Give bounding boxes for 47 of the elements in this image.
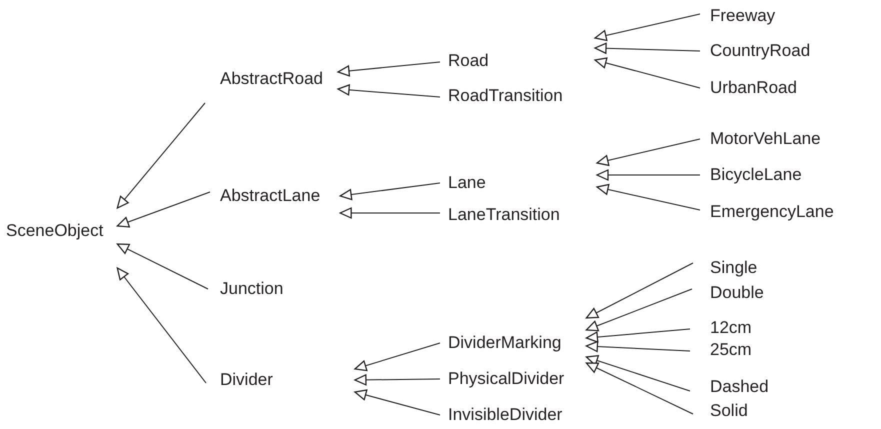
- inheritance-arrow: [594, 57, 700, 88]
- inheritance-arrow: [116, 243, 208, 290]
- inheritance-arrow: [596, 169, 700, 181]
- class-name-label: AbstractLane: [220, 186, 320, 206]
- class-name-label: UrbanRoad: [710, 78, 797, 98]
- inheritance-arrow: [596, 184, 700, 210]
- class-name-label: Lane: [448, 173, 486, 193]
- inheritance-arrow: [586, 328, 690, 343]
- class-name-label: Solid: [710, 401, 748, 421]
- inheritance-arrow: [337, 62, 440, 76]
- class-name-label: BicycleLane: [710, 165, 802, 185]
- inheritance-arrow: [354, 374, 440, 386]
- inheritance-arrow: [340, 182, 440, 200]
- class-name-label: DividerMarking: [448, 333, 562, 353]
- inheritance-arrow: [116, 267, 206, 384]
- class-name-label: Divider: [220, 370, 273, 390]
- class-name-label: Dashed: [710, 377, 769, 397]
- class-name-label: 25cm: [710, 340, 752, 360]
- class-name-label: Double: [710, 283, 764, 303]
- class-name-label: Freeway: [710, 6, 776, 26]
- inheritance-arrow: [596, 138, 700, 166]
- class-name-label: AbstractRoad: [220, 69, 323, 89]
- class-name-label: MotorVehLane: [710, 129, 821, 149]
- inheritance-arrow: [354, 342, 440, 372]
- class-name-label: EmergencyLane: [710, 202, 834, 222]
- class-name-label: SceneObject: [6, 221, 104, 241]
- inheritance-arrow: [337, 84, 440, 98]
- class-name-label: InvisibleDivider: [448, 405, 562, 425]
- inheritance-arrow: [586, 288, 692, 332]
- inheritance-arrow: [116, 192, 210, 228]
- class-name-label: CountryRoad: [710, 41, 810, 61]
- class-name-label: PhysicalDivider: [448, 369, 564, 389]
- inheritance-arrow: [586, 340, 690, 352]
- inheritance-arrow: [340, 207, 440, 219]
- class-name-label: Junction: [220, 279, 284, 299]
- inheritance-arrow: [594, 14, 700, 42]
- inheritance-arrow: [586, 362, 694, 414]
- class-name-label: LaneTransition: [448, 205, 560, 225]
- class-name-label: Road: [448, 51, 489, 71]
- class-name-label: RoadTransition: [448, 86, 563, 106]
- inheritance-arrow: [586, 355, 690, 392]
- class-name-label: 12cm: [710, 318, 752, 338]
- inheritance-arrow: [594, 42, 700, 54]
- inheritance-arrow: [354, 389, 440, 416]
- inheritance-arrow: [586, 262, 694, 319]
- class-name-label: Single: [710, 258, 758, 278]
- inheritance-arrow: [116, 102, 206, 209]
